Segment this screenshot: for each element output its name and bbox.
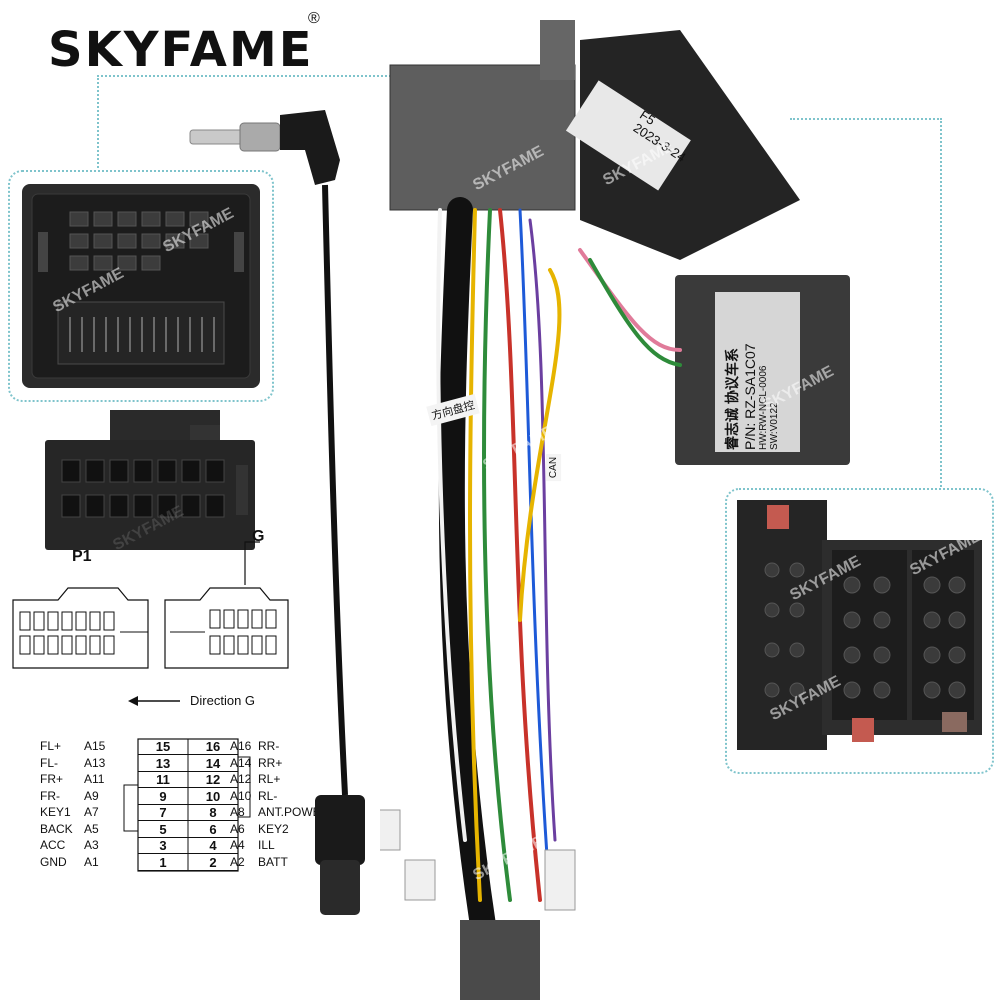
pin-number: 12 xyxy=(188,772,238,788)
pin-code-left: A15 xyxy=(84,739,106,753)
pin-signal-left: KEY1 xyxy=(40,805,71,819)
p1-label: P1 xyxy=(72,548,92,565)
pin-number: 2 xyxy=(188,855,238,871)
can-box-label-line2: P/N: RZ-SA1C07 xyxy=(742,343,758,450)
iso-connector-drawing xyxy=(737,500,982,750)
g-label: G xyxy=(252,528,265,545)
pin-number: 6 xyxy=(188,822,238,838)
pin-signal-right: RR+ xyxy=(258,755,283,770)
pin-number: 9 xyxy=(138,789,188,805)
pin-signal-right: RL+ xyxy=(258,772,281,786)
direction-arrow-icon xyxy=(128,696,180,706)
pin-code-left: A3 xyxy=(84,838,99,852)
connector-photo-inset-left: SKYFAME SKYFAME xyxy=(8,170,274,402)
pin-code-right: A16 xyxy=(230,739,252,753)
pin-signal-right: ILL xyxy=(258,838,275,852)
pin-signal-right: RR- xyxy=(258,739,280,753)
pin-code-left: A9 xyxy=(84,788,99,803)
pin-number: 14 xyxy=(188,756,238,772)
registered-mark: ® xyxy=(308,10,320,27)
pin-signal-left: FL+ xyxy=(40,739,62,753)
brand-logo: SKYFAME xyxy=(48,22,314,78)
pin-signal-right: ANT.POWER xyxy=(258,805,330,819)
direction-label: Direction G xyxy=(190,693,256,708)
pin-code-left: A5 xyxy=(84,821,99,836)
pin-number: 10 xyxy=(188,789,238,805)
pin-signal-left: GND xyxy=(40,854,67,869)
pin-code-right: A14 xyxy=(230,755,252,770)
can-box-label-line3: HW:RW-NCL-0006 xyxy=(758,365,769,450)
pin-number: 13 xyxy=(138,756,188,772)
pin-code-left: A13 xyxy=(84,755,106,770)
can-box-label: 睿志诚 协议车系 P/N: RZ-SA1C07 HW:RW-NCL-0006 S… xyxy=(722,290,782,450)
can-tag: CAN xyxy=(546,453,562,482)
pin-code-left: A11 xyxy=(84,772,105,786)
pin-number: 11 xyxy=(138,772,188,788)
p1-connector-photo xyxy=(45,410,255,550)
connector-photo-inset-right: SKYFAME SKYFAME SKYFAME xyxy=(725,488,994,774)
pin-signal-right: KEY2 xyxy=(258,821,289,836)
pin-number: 8 xyxy=(188,805,238,821)
pin-code-left: A1 xyxy=(84,854,99,869)
antenna-cable xyxy=(189,110,365,915)
pin-code-right: A12 xyxy=(230,772,252,786)
pin-code-right: A4 xyxy=(230,838,245,852)
can-box-label-line1: 睿志诚 协议车系 xyxy=(724,348,740,450)
main-wiring-harness xyxy=(380,20,850,1000)
pin-signal-right: RL- xyxy=(258,788,278,803)
g-pointer-line xyxy=(244,541,260,585)
g-connector-drawing xyxy=(164,587,289,669)
pin-code-right: A6 xyxy=(230,821,245,836)
pin-signal-left: FR+ xyxy=(40,772,64,786)
pinout-grid-frame xyxy=(123,738,251,872)
pin-signal-left: ACC xyxy=(40,838,66,852)
pin-signal-left: FR- xyxy=(40,788,60,803)
callout-line-left xyxy=(97,75,399,172)
callout-line-right xyxy=(790,118,942,490)
pin-signal-right: BATT xyxy=(258,854,288,869)
pin-number: 7 xyxy=(138,805,188,821)
pin-code-left: A7 xyxy=(84,805,99,819)
pin-number: 5 xyxy=(138,822,188,838)
pin-number: 15 xyxy=(138,739,188,755)
pin-number: 3 xyxy=(138,838,188,854)
pin-code-right: A8 xyxy=(230,805,245,819)
pin-code-right: A2 xyxy=(230,854,245,869)
pin-number: 16 xyxy=(188,739,238,755)
can-box-label-line4: SW:V0122 xyxy=(769,402,780,450)
pin-signal-left: BACK xyxy=(40,821,73,836)
pin-number: 1 xyxy=(138,855,188,871)
female-connector-drawing xyxy=(22,184,260,388)
pin-signal-left: FL- xyxy=(40,755,58,770)
pin-code-right: A10 xyxy=(230,788,252,803)
pin-number: 4 xyxy=(188,838,238,854)
p1-connector-drawing xyxy=(12,587,149,669)
